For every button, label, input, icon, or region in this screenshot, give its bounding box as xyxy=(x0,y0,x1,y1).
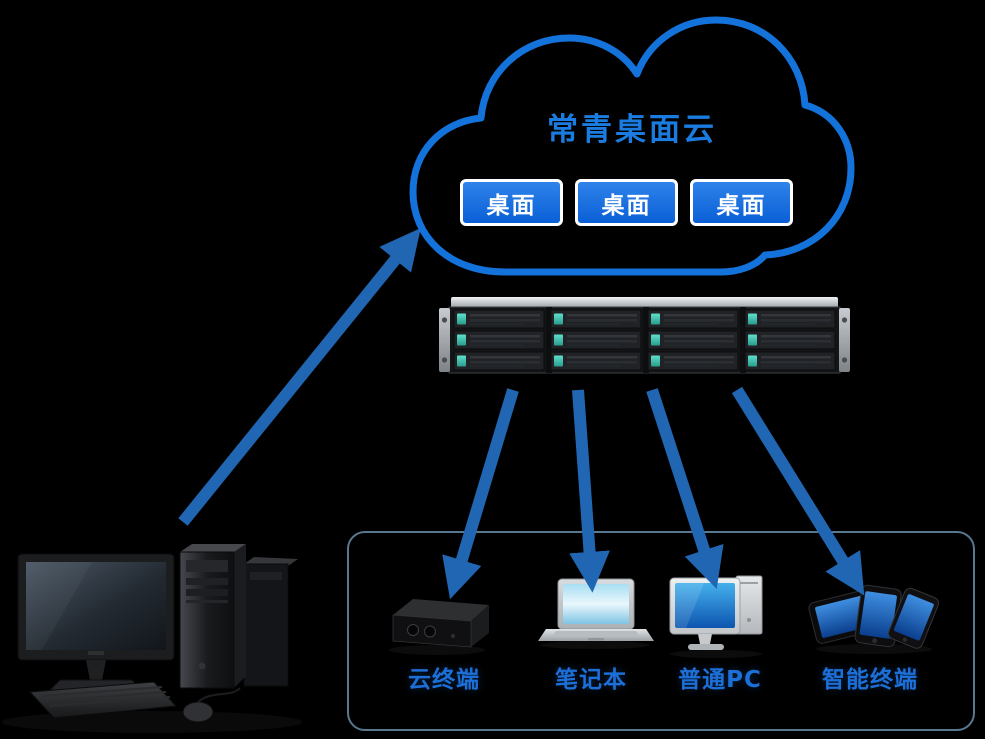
desktop-button-3: 桌面 xyxy=(690,179,793,226)
desktop-pc-image xyxy=(669,575,763,658)
rack-server-image xyxy=(439,297,850,374)
desktop-button-1: 桌面 xyxy=(460,179,563,226)
laptop-image xyxy=(538,578,654,649)
device-label-cloud-terminal: 云终端 xyxy=(408,667,480,693)
arrow-server-to-terminal xyxy=(442,388,519,600)
device-label-smart-terminal: 智能终端 xyxy=(822,667,918,693)
device-label-laptop: 笔记本 xyxy=(555,667,627,693)
cloud-terminal-box-image xyxy=(389,599,489,655)
desktop-button-2: 桌面 xyxy=(575,179,678,226)
arrow-pc-to-cloud xyxy=(178,228,421,526)
arrow-server-to-phones xyxy=(731,386,865,596)
desktop-workstation-image xyxy=(2,544,302,733)
terminals-panel xyxy=(347,531,975,731)
arrow-server-to-pc xyxy=(646,388,724,589)
desktop-buttons-row: 桌面 桌面 桌面 xyxy=(460,179,793,226)
device-label-pc: 普通PC xyxy=(678,667,762,693)
smartphones-image xyxy=(808,584,939,654)
cloud-shape xyxy=(409,16,855,276)
arrow-server-to-laptop xyxy=(569,389,610,593)
cloud-title: 常青桌面云 xyxy=(547,112,717,148)
